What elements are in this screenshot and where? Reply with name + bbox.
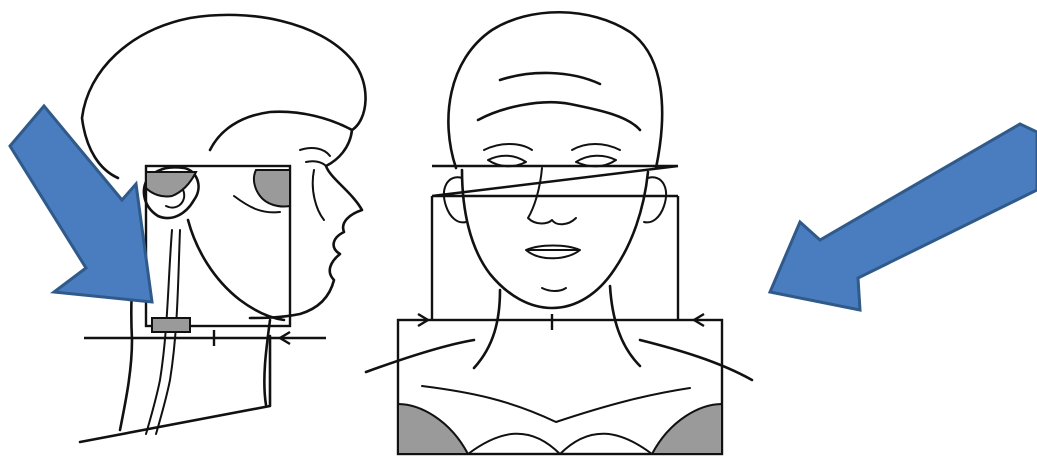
lateral-face-profile: [250, 130, 362, 318]
lateral-shaded-block: [152, 318, 190, 332]
frontal-face-outline: [462, 170, 648, 308]
lateral-shaded-ear-region: [146, 172, 196, 197]
right-pointer-arrow-icon: [770, 124, 1037, 310]
left-pointer-arrow-icon: [10, 106, 152, 302]
frontal-mouth: [526, 246, 580, 259]
frontal-neck: [474, 286, 640, 368]
frontal-hair: [448, 12, 662, 168]
frontal-eyebrows: [484, 144, 620, 150]
frontal-view: [366, 12, 752, 454]
frontal-shoulders: [366, 340, 752, 380]
lateral-eye: [300, 148, 330, 166]
frontal-chest-lines: [468, 434, 652, 454]
lateral-shoulder: [80, 336, 270, 442]
lateral-shaded-face-region: [254, 170, 290, 207]
frontal-shaded-right: [652, 404, 722, 454]
frontal-shaded-left: [398, 404, 468, 454]
frontal-eyes: [488, 156, 616, 167]
frontal-chin: [542, 288, 566, 291]
frontal-eye-lines: [432, 166, 678, 196]
frontal-collarbones: [422, 386, 690, 422]
lateral-hair: [82, 15, 366, 178]
lateral-jaw: [188, 220, 284, 320]
